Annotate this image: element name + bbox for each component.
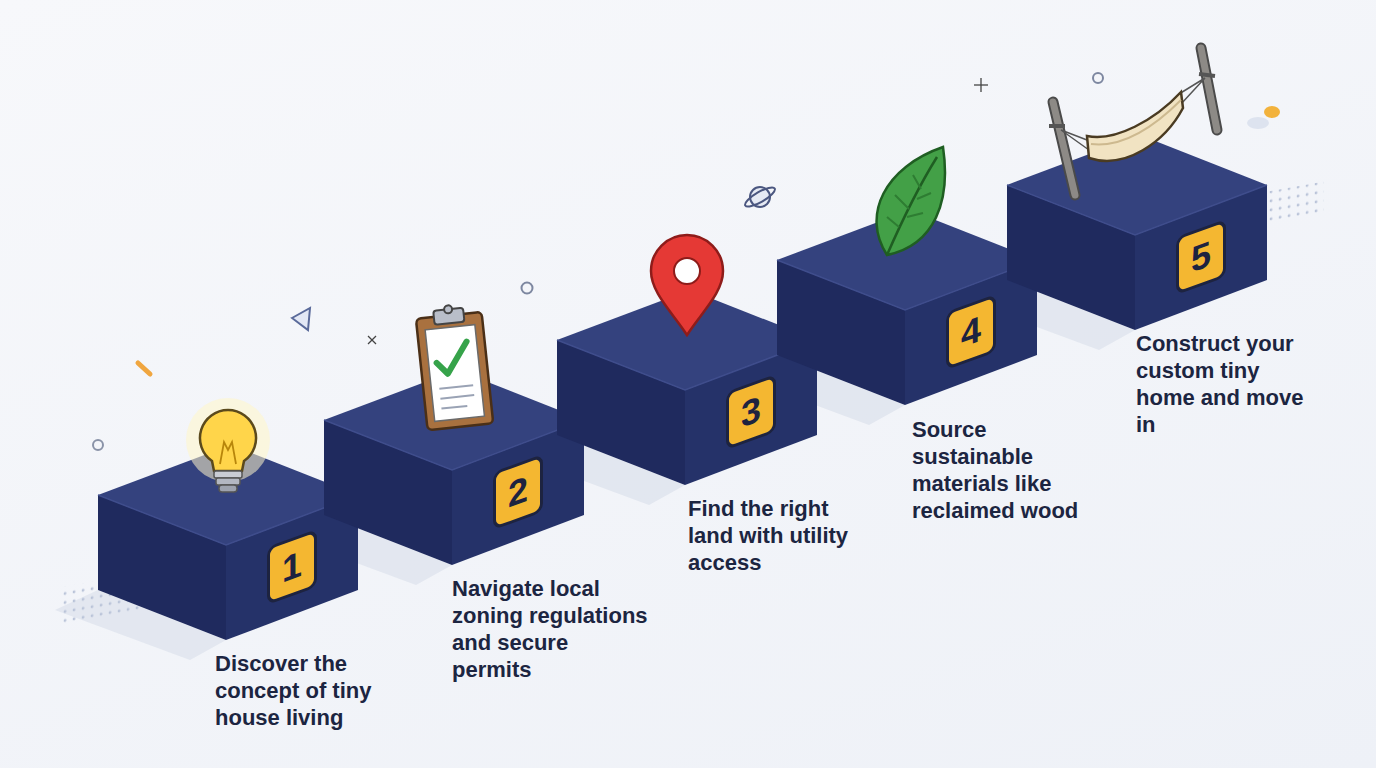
decor-triangle bbox=[292, 308, 310, 330]
step-number: 1 bbox=[282, 545, 302, 588]
step-description: Navigate local zoning regulations and se… bbox=[452, 575, 652, 683]
step-number: 5 bbox=[1191, 235, 1211, 278]
block-shape bbox=[322, 265, 592, 570]
step-block: 4Source sustainable materials like recla… bbox=[775, 105, 1045, 410]
leaf-icon bbox=[877, 147, 945, 255]
decor-planet bbox=[743, 184, 777, 210]
step-number: 2 bbox=[508, 470, 528, 513]
decor-blob bbox=[1247, 117, 1269, 129]
block-shape bbox=[775, 105, 1045, 410]
step-description: Find the right land with utility access bbox=[688, 495, 860, 576]
location-pin-icon bbox=[651, 235, 723, 335]
step-description: Construct your custom tiny home and move… bbox=[1136, 330, 1314, 438]
decor-circle bbox=[1093, 73, 1103, 83]
step-description: Discover the concept of tiny house livin… bbox=[215, 650, 415, 731]
hammock-icon bbox=[1049, 48, 1217, 195]
step-description: Source sustainable materials like reclai… bbox=[912, 416, 1108, 524]
decor-circle bbox=[522, 283, 533, 294]
clipboard-icon bbox=[415, 302, 493, 430]
step-block: 2Navigate local zoning regulations and s… bbox=[322, 265, 592, 570]
step-block: 5Construct your custom tiny home and mov… bbox=[1005, 30, 1275, 335]
decor-blob bbox=[1264, 106, 1280, 118]
dot-grid bbox=[1262, 182, 1324, 223]
decor-circle bbox=[93, 440, 103, 450]
decor-dash bbox=[138, 363, 150, 374]
step-number: 3 bbox=[741, 390, 761, 433]
lightbulb-icon bbox=[186, 398, 270, 492]
block-shape bbox=[1005, 30, 1275, 335]
step-number: 4 bbox=[961, 310, 981, 353]
